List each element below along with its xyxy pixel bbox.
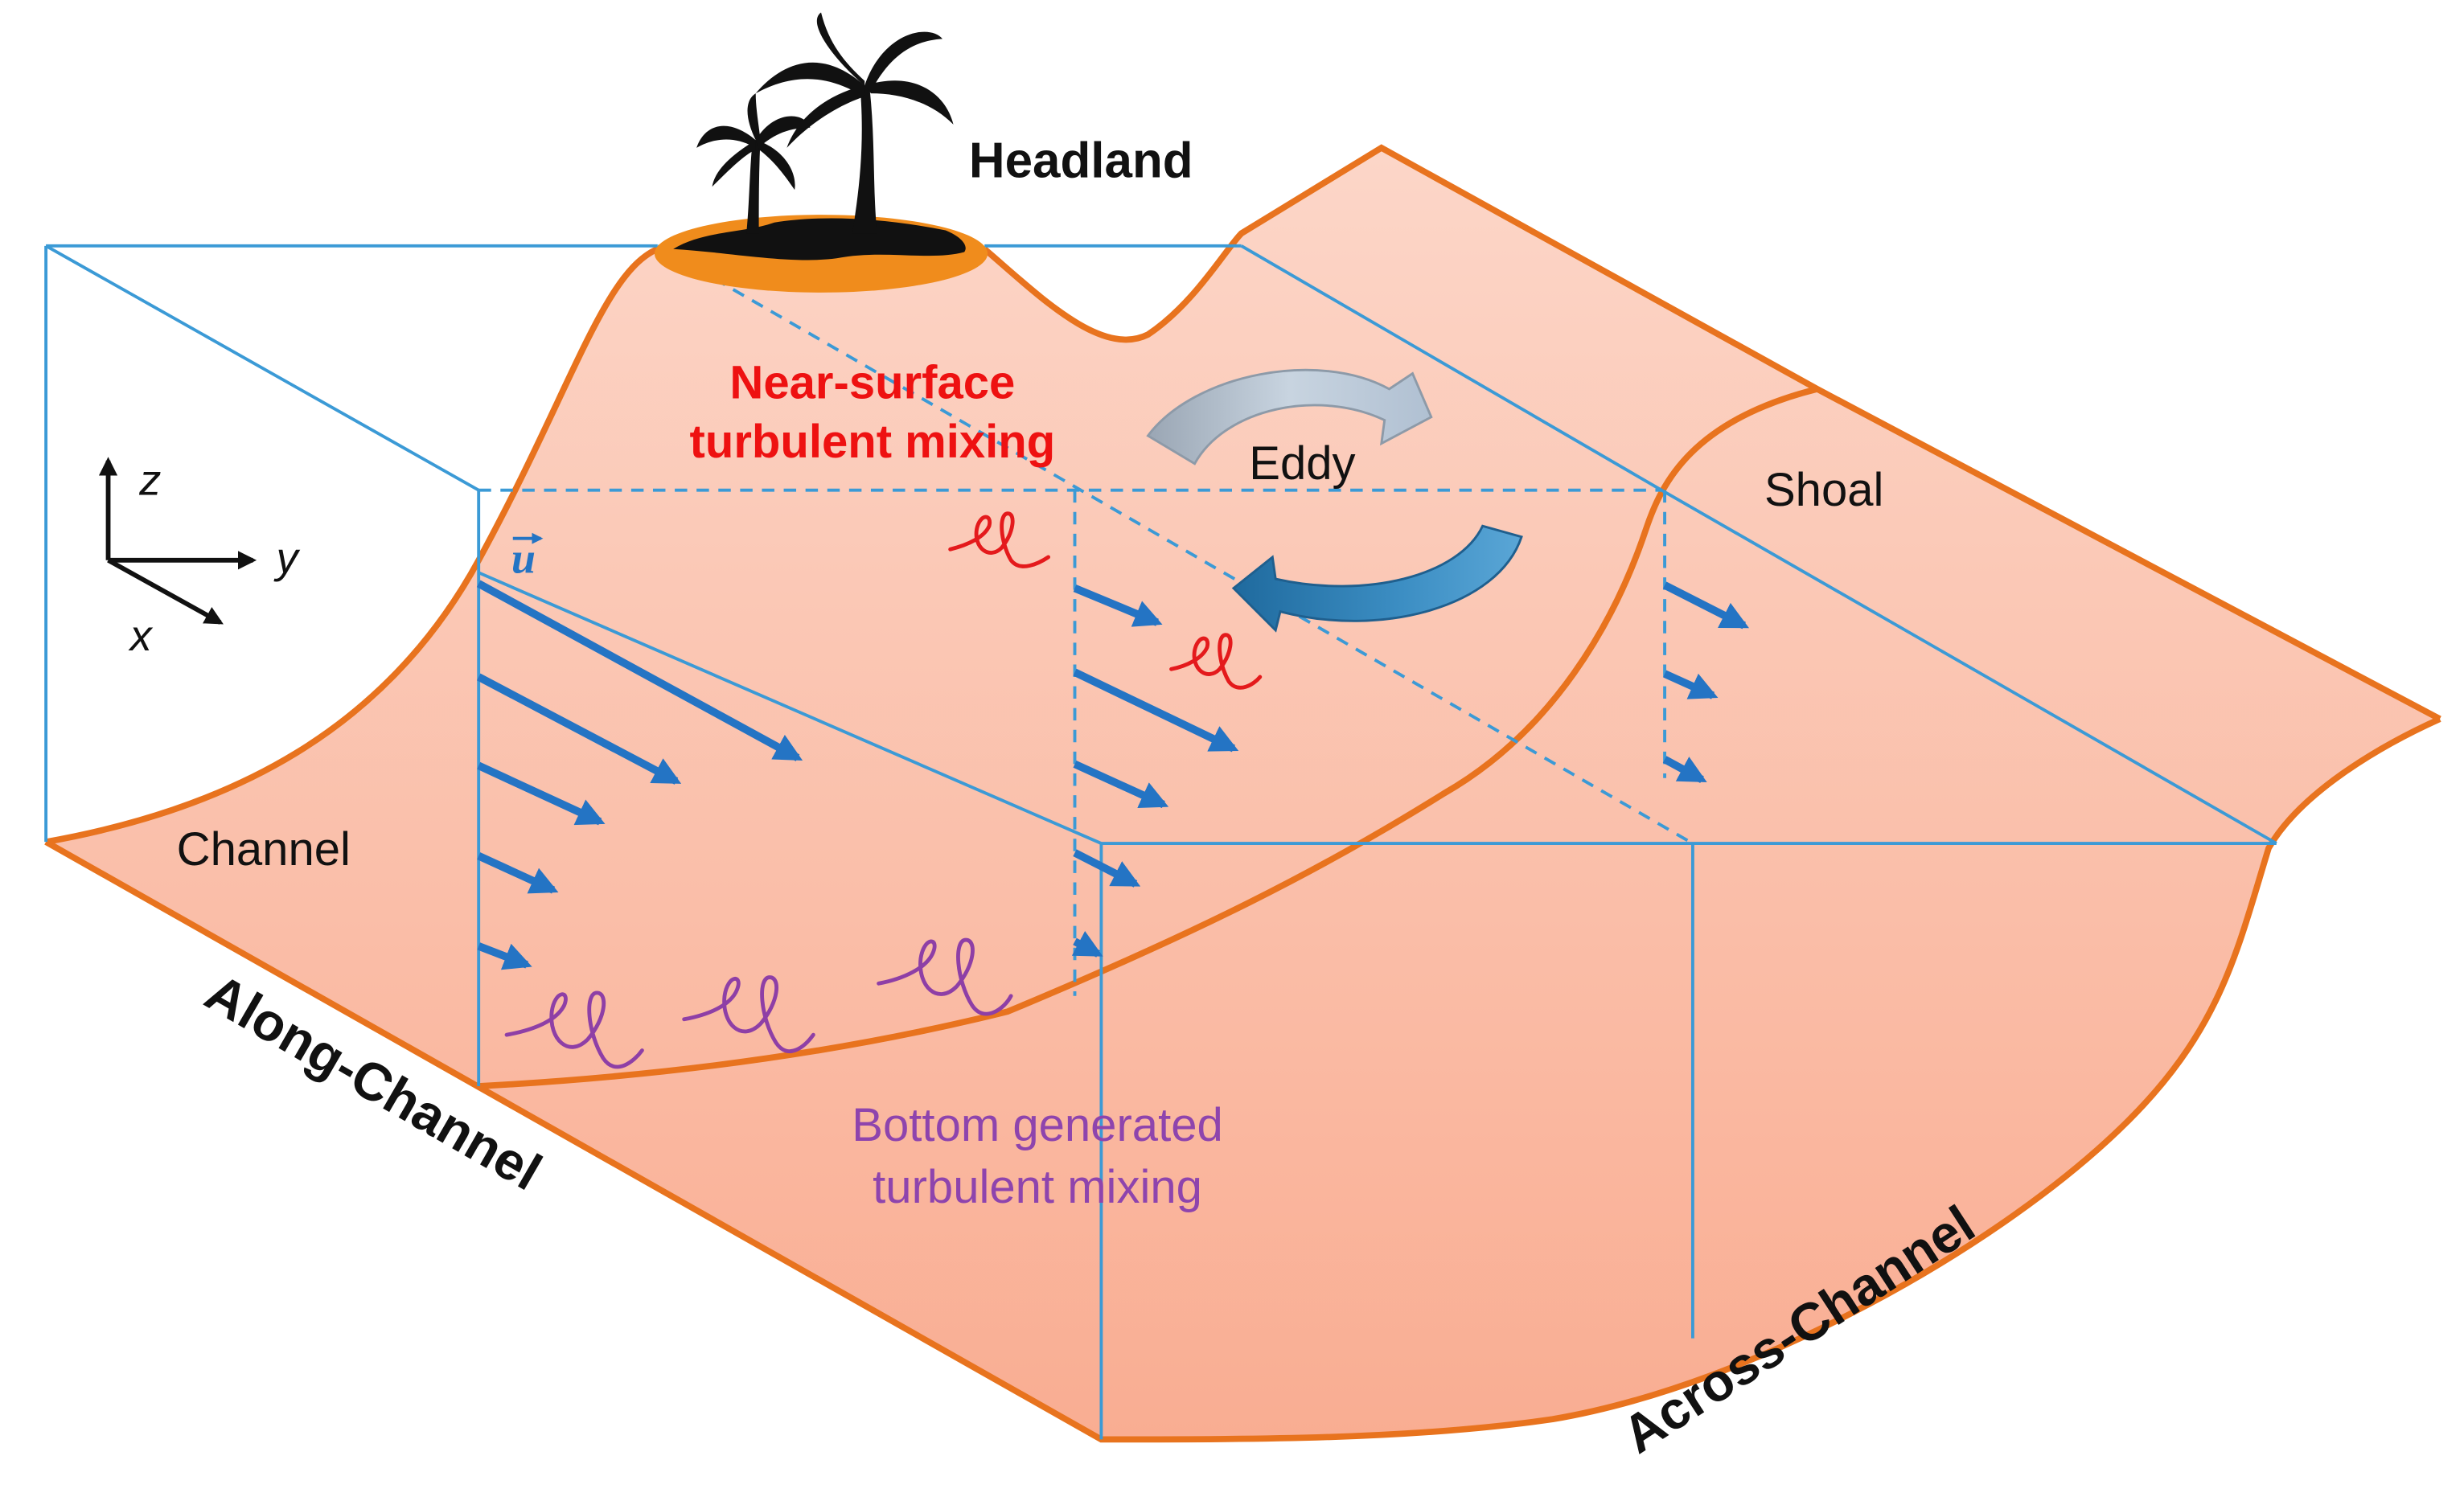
shoal-label: Shoal — [1764, 464, 1883, 516]
turbulent-curl — [1169, 633, 1263, 690]
palm-tree-icon — [746, 140, 761, 234]
velocity-arrow — [1073, 849, 1141, 888]
axis-indicator — [98, 457, 257, 625]
headland-island — [654, 12, 988, 293]
near-surface-curls — [948, 511, 1263, 690]
turbulent-curl — [682, 975, 815, 1054]
velocity-arrow — [476, 580, 803, 761]
z-axis-label: z — [138, 457, 161, 505]
x-axis-arrow — [107, 558, 224, 625]
velocity-arrow — [1073, 668, 1239, 753]
eddy-arrow-upper — [1146, 368, 1433, 466]
velocity-arrow — [1662, 581, 1750, 630]
near-surface-label-line2: turbulent mixing — [690, 416, 1056, 468]
velocity-symbol: u — [511, 534, 536, 582]
turbulent-curl — [504, 990, 644, 1069]
channel-bottom-curve — [478, 386, 1818, 1089]
frame-box — [44, 244, 2277, 1440]
turbulent-curl — [877, 937, 1013, 1016]
channel-slope-edge — [45, 246, 659, 845]
velocity-arrow — [477, 852, 559, 894]
eddy-arrow-lower — [1231, 524, 1523, 633]
bottom-mixing-label-line2: turbulent mixing — [873, 1161, 1202, 1213]
frame-hidden-lines — [478, 244, 1694, 996]
island-top — [673, 218, 966, 260]
bottom-mixing-label-line1: Bottom generated — [852, 1099, 1222, 1151]
bottom-curls — [504, 937, 1013, 1069]
velocity-arrow — [477, 942, 532, 970]
seabed-surface — [46, 147, 2440, 1440]
x-axis-label: x — [128, 612, 154, 660]
headland-label: Headland — [969, 133, 1193, 189]
eddy-arrows — [1146, 368, 1523, 633]
velocity-arrow — [1073, 584, 1163, 627]
turbulent-curl — [948, 511, 1051, 568]
palm-tree-icon — [852, 85, 877, 234]
velocity-arrow — [1662, 756, 1707, 783]
velocity-arrow — [476, 673, 682, 785]
velocity-arrow — [1071, 931, 1103, 958]
velocity-arrow — [1073, 760, 1169, 809]
y-axis-label: y — [273, 534, 301, 582]
headland-ridge-edge — [982, 144, 2441, 722]
velocity-arrow — [477, 761, 606, 826]
velocity-arrow — [1663, 670, 1719, 699]
seabed-front-edge — [44, 716, 2441, 1443]
channel-label: Channel — [177, 823, 351, 876]
eddy-label: Eddy — [1249, 437, 1355, 490]
velocity-arrows — [476, 580, 1750, 970]
near-surface-label-line1: Near-surface — [729, 357, 1015, 409]
